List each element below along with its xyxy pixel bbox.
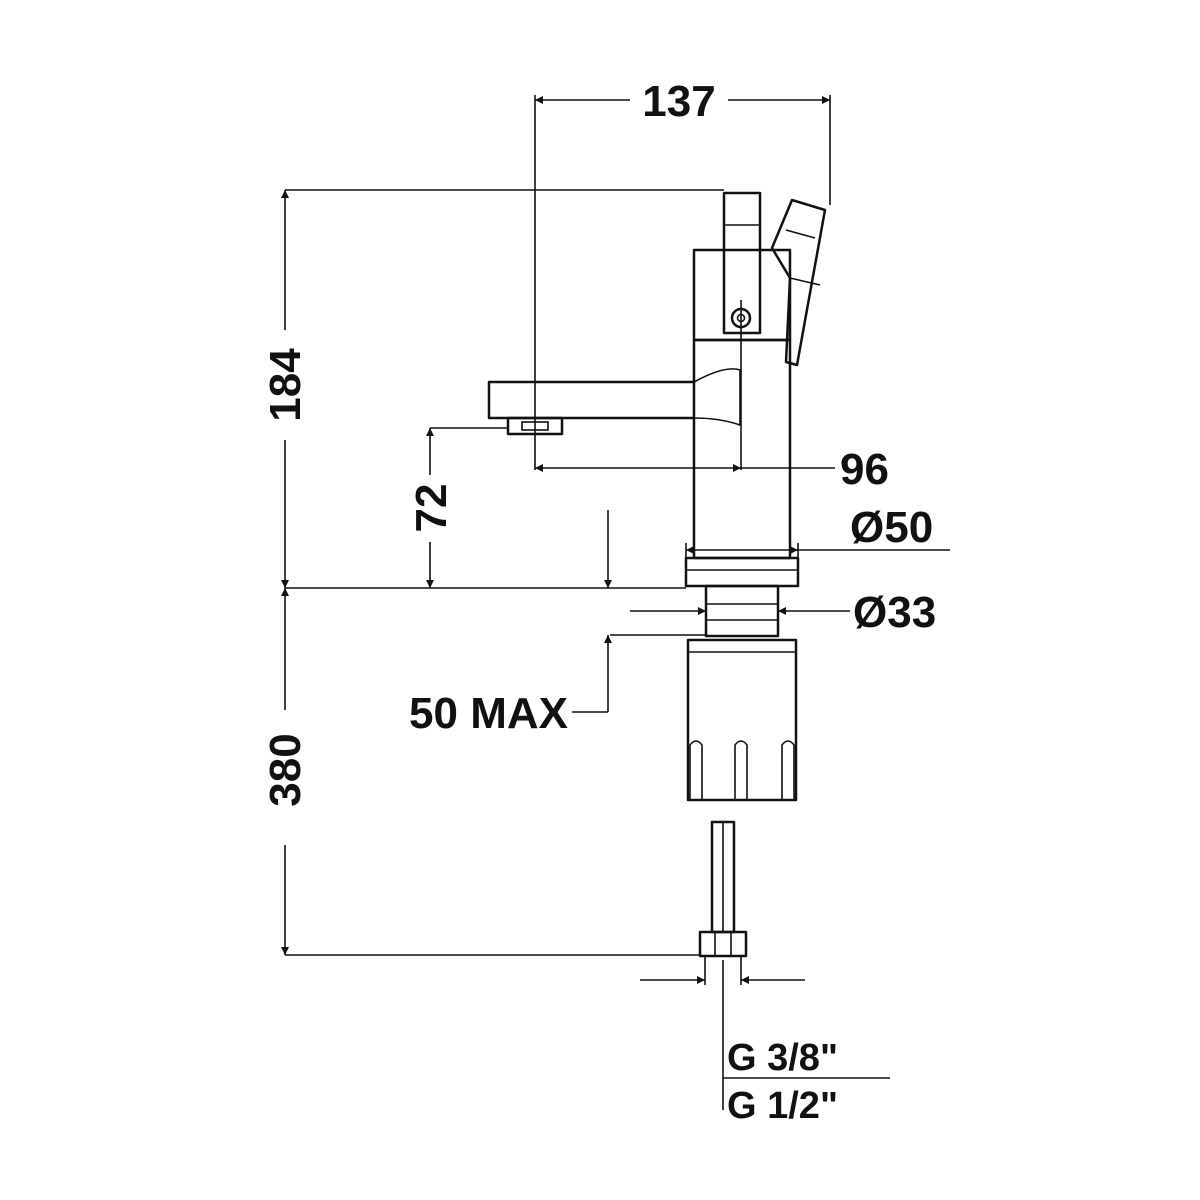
label-spout-height: 72 — [407, 484, 456, 533]
label-hose-length: 380 — [261, 733, 310, 806]
label-total-height: 184 — [261, 348, 310, 422]
extension-lines — [285, 95, 831, 985]
label-thread-lower: G 1/2" — [727, 1085, 838, 1127]
handle-post — [722, 191, 762, 335]
faucet-outline — [487, 191, 827, 958]
lever-handle — [770, 198, 827, 367]
label-spout-reach: 96 — [840, 445, 889, 494]
label-thread-upper: G 3/8" — [727, 1037, 838, 1079]
label-deck-thickness: 50 MAX — [409, 689, 568, 738]
label-shank-diameter: Ø33 — [853, 588, 936, 637]
base-ring — [684, 556, 800, 588]
shank — [704, 584, 780, 638]
label-body-diameter: Ø50 — [850, 503, 933, 552]
faucet-body — [692, 338, 792, 560]
dimension-lines — [281, 96, 950, 1110]
fixing-nut — [686, 638, 798, 802]
hose-nut — [698, 930, 748, 958]
label-overall-width: 137 — [642, 77, 715, 126]
spout — [487, 380, 694, 420]
dimension-labels: 137 184 72 96 Ø50 Ø33 50 MAX 380 G 3/8" … — [261, 77, 936, 1127]
